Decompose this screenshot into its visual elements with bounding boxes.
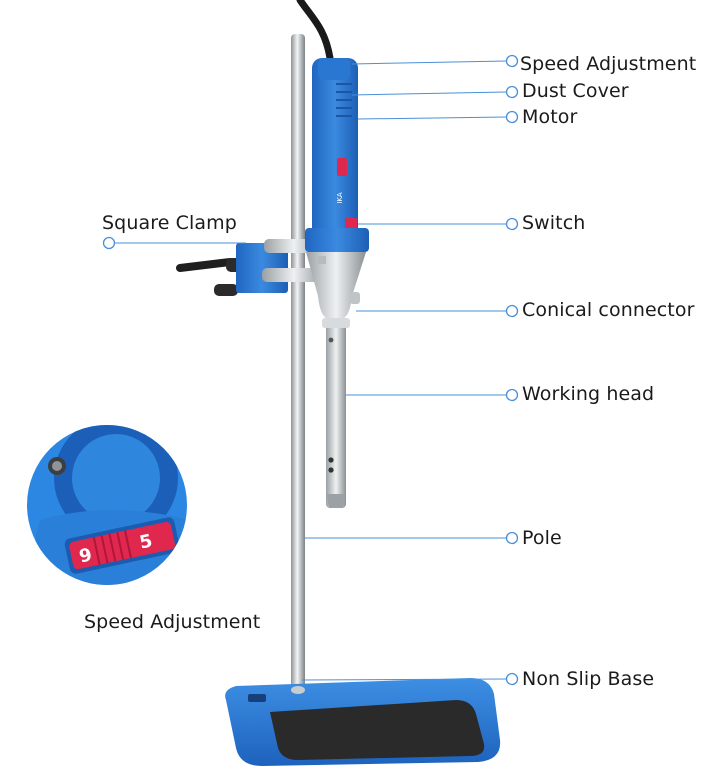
non-slip-base	[225, 678, 501, 766]
label-non-slip-base: Non Slip Base	[522, 668, 655, 690]
power-cord	[296, 0, 334, 62]
brand-mark: IKA	[336, 192, 344, 204]
callout-dots	[102, 54, 519, 686]
label-motor: Motor	[522, 106, 578, 128]
label-speed-adjustment: Speed Adjustment	[520, 53, 697, 75]
dot-switch	[505, 217, 519, 231]
leader-lines	[115, 60, 507, 681]
dot-dust-cover	[505, 85, 519, 99]
inset-caption: Speed Adjustment	[84, 611, 261, 633]
dot-conical-connector	[505, 304, 519, 318]
label-working-head: Working head	[522, 383, 655, 405]
dot-working-head	[505, 388, 519, 402]
dial-digit-6: 6	[77, 542, 94, 565]
dot-motor	[505, 110, 519, 124]
square-clamp	[176, 239, 326, 296]
working-head	[322, 318, 350, 508]
dot-square-clamp	[102, 236, 116, 250]
dot-speed-adjustment	[505, 54, 519, 68]
pole	[291, 34, 305, 694]
dot-pole	[505, 531, 519, 545]
conical-connector	[306, 252, 366, 320]
label-pole: Pole	[522, 527, 562, 549]
label-square-clamp: Square Clamp	[102, 212, 237, 234]
motor-body: IKA	[305, 58, 369, 252]
label-conical-connector: Conical connector	[522, 299, 695, 321]
dial-digit-5: 5	[138, 530, 155, 553]
label-switch: Switch	[522, 212, 586, 234]
label-dust-cover: Dust Cover	[522, 80, 629, 102]
speed-dial-inset: 6 5	[27, 425, 187, 585]
dot-non-slip-base	[505, 672, 519, 686]
